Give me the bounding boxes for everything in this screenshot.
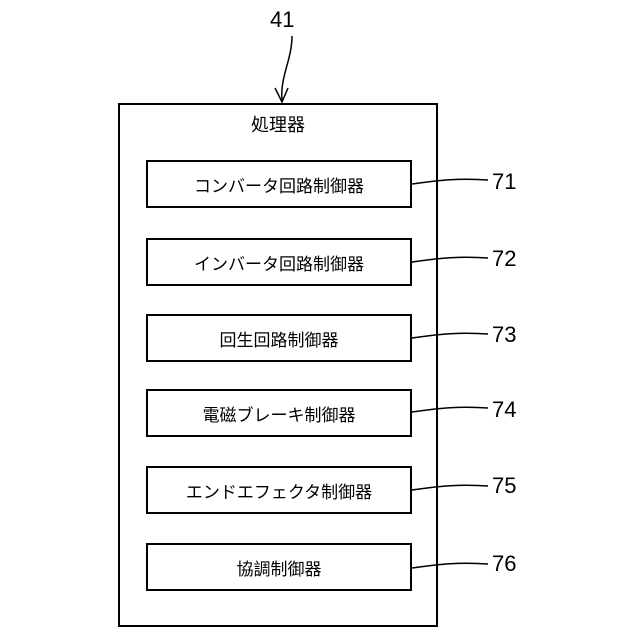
regenerative-circuit-controller-block: 回生回路制御器: [146, 314, 412, 362]
block-label: コンバータ回路制御器: [194, 172, 364, 197]
ref-number-73: 73: [492, 323, 516, 347]
ref-number-74: 74: [492, 398, 516, 422]
ref-number-75: 75: [492, 474, 516, 498]
block-label: インバータ回路制御器: [194, 250, 364, 275]
inverter-circuit-controller-block: インバータ回路制御器: [146, 238, 412, 286]
processor-title: 処理器: [118, 113, 438, 139]
block-label: 電磁ブレーキ制御器: [203, 401, 356, 426]
block-label: 回生回路制御器: [220, 326, 339, 351]
processor-ref-arrowhead: [275, 88, 288, 102]
ref-number-71: 71: [492, 170, 516, 194]
processor-ref-leader: [282, 36, 292, 100]
processor-ref-number: 41: [270, 8, 294, 32]
converter-circuit-controller-block: コンバータ回路制御器: [146, 160, 412, 208]
cooperative-controller-block: 協調制御器: [146, 543, 412, 591]
block-label: 協調制御器: [237, 555, 322, 580]
ref-number-72: 72: [492, 247, 516, 271]
ref-number-76: 76: [492, 552, 516, 576]
block-label: エンドエフェクタ制御器: [186, 478, 372, 503]
electromagnetic-brake-controller-block: 電磁ブレーキ制御器: [146, 389, 412, 437]
end-effector-controller-block: エンドエフェクタ制御器: [146, 466, 412, 514]
